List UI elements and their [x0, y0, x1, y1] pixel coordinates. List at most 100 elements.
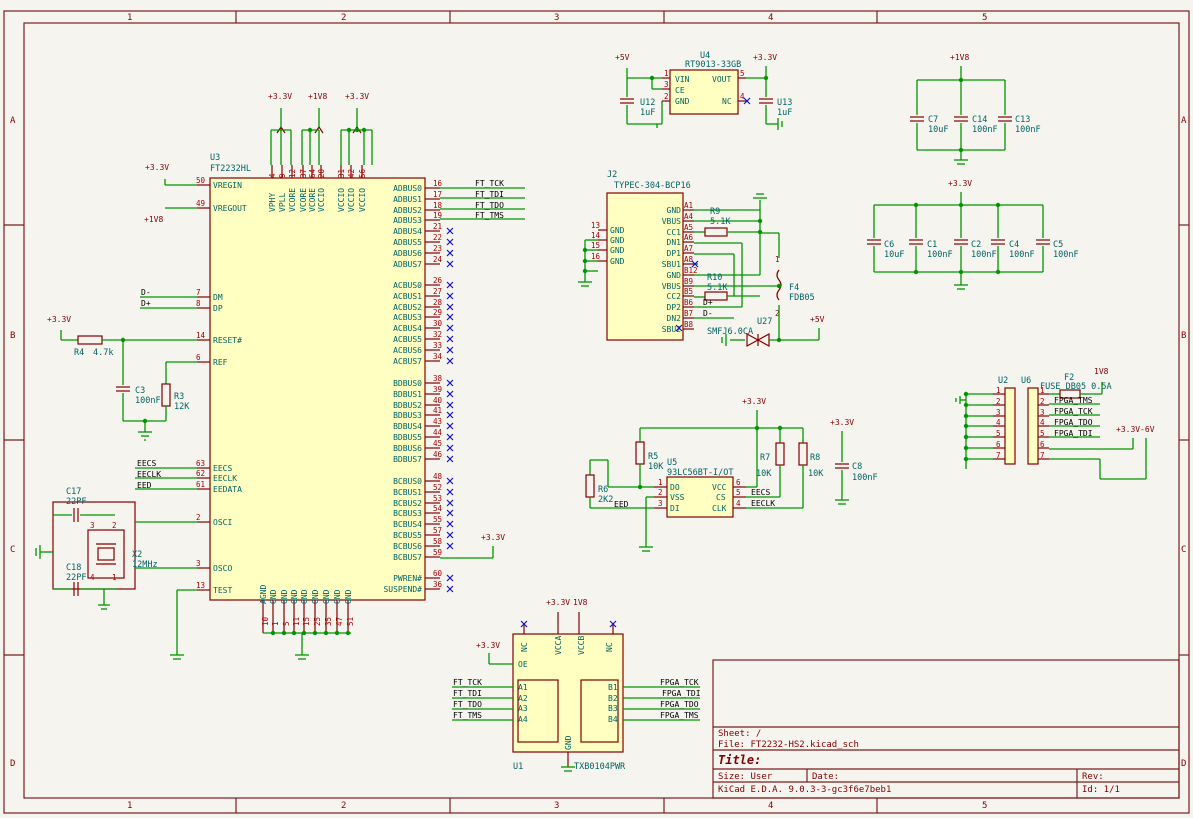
u3-right-pin-name: ADBUS2: [393, 206, 422, 215]
sheet-id: Id: 1/1: [1082, 785, 1120, 795]
u3-right-pin-name: BDBUS0: [393, 379, 422, 388]
no-connect-icon: [446, 249, 454, 257]
u3-left-pin-name: OSCI: [213, 518, 232, 527]
u27-ref: U27: [757, 317, 772, 327]
u3-right-pin-num: 41: [433, 406, 442, 415]
u3-top-pin-name: VCCIO: [337, 188, 346, 212]
u3-top-pin-name: VCCIO: [358, 188, 367, 212]
u5-eeprom[interactable]: +3.3V R5 10K R6 2K2 EED U5 93LC56BT-I/OT…: [585, 397, 878, 552]
f2-ref: F2: [1064, 373, 1074, 383]
u4-pin-num: 1: [664, 69, 669, 78]
u1-txb0104[interactable]: U1 TXB0104PWR OE A1 A2 A3 A4 B1 B2 B3 B4…: [452, 598, 701, 772]
pwr-1v8-label: +1V8: [308, 92, 327, 101]
u1-pin-oe: OE: [518, 660, 528, 669]
no-connect-icon: [446, 509, 454, 517]
u3-right-pin-name: ACBUS3: [393, 313, 422, 322]
col-label: 4: [768, 801, 773, 811]
c3-value: 100nF: [135, 396, 161, 406]
u4-pin-vout: VOUT: [712, 75, 731, 84]
j2-usb-c[interactable]: J2 TYPEC-304-BCP16 13GND14GND15GND16GND …: [578, 170, 825, 348]
u3-right-pin-num: 55: [433, 515, 442, 524]
net-fpga-tms: FPGA_TMS: [660, 711, 699, 720]
j2-right-pin-name: DP2: [667, 303, 682, 312]
sheet-name: Sheet: /: [718, 729, 761, 739]
net-ft-tdi: FT_TDI: [453, 689, 482, 698]
u12-value: 1uF: [640, 108, 655, 118]
j2-right-pin-name: GND: [667, 206, 682, 215]
u3-right-pin-name: ADBUS3: [393, 216, 422, 225]
row-label: A: [1181, 116, 1187, 126]
j2-left-pin-num: 13: [591, 221, 600, 230]
c1-ref: C1: [927, 240, 937, 250]
u3-top-pin-num: 42: [347, 169, 356, 178]
net-eed: EED: [137, 481, 152, 490]
c4-ref: C4: [1009, 240, 1019, 250]
pwr-3v3-label: +3.3V: [145, 163, 169, 172]
c4-value: 100nF: [1009, 250, 1035, 260]
no-connect-icon: [446, 357, 454, 365]
net-eecs: EECS: [137, 459, 156, 468]
c7-value: 10uF: [928, 125, 948, 135]
u3-top-pin-name: VCORE: [308, 188, 317, 212]
net-dp: D+: [141, 299, 151, 308]
net-ft-tck: FT_TCK: [475, 179, 504, 188]
net-dm: D-: [703, 309, 713, 318]
j2-right-pin-name: DP1: [667, 249, 682, 258]
r6-ref: R6: [598, 485, 608, 495]
j2-right-pin-name: GND: [667, 271, 682, 280]
u3-right-pin-num: 28: [433, 298, 443, 307]
no-connect-icon: [446, 379, 454, 387]
r9-ref: R9: [710, 207, 720, 217]
c8-value: 100nF: [852, 473, 878, 483]
u3-bottom-pin-num: 15: [302, 617, 311, 626]
u5-pin-num: 3: [658, 499, 663, 508]
u6-ref: U6: [1021, 376, 1031, 386]
j2-left-pin-num: 14: [591, 231, 601, 240]
u3-top-pin-num: 64: [308, 168, 317, 178]
col-label: 5: [982, 13, 987, 23]
c14-ref: C14: [972, 115, 987, 125]
j2-right-pin-num: A5: [684, 223, 693, 232]
u5-pin-vcc: VCC: [712, 483, 727, 492]
r4-value: 4.7k: [93, 348, 113, 358]
paper-size: Size: User: [718, 772, 773, 782]
pwr-5v-label: +5V: [615, 53, 630, 62]
u6-pin-num: 1: [1040, 386, 1045, 395]
u3-right-pin-num: 32: [433, 330, 442, 339]
u1-ref: U1: [513, 762, 523, 772]
u2-pin-num: 1: [996, 386, 1001, 395]
net-dm: D-: [141, 288, 151, 297]
u3-top-pin-num: 31: [337, 169, 346, 178]
r7-ref: R7: [760, 453, 770, 463]
u4-ldo[interactable]: +5V U12 1uF U4 RT9013-33GB VIN CE GND VO…: [615, 51, 792, 130]
j2-left-pin-name: GND: [610, 236, 625, 245]
pwr-3v3-label: +3.3V: [546, 598, 570, 607]
u3-right-pin-num: 21: [433, 222, 442, 231]
j2-right-pin-num: B8: [684, 320, 694, 329]
u3-ft2232hl[interactable]: U3 FT2232HL 4VPHY9VPLL12VCORE37VCORE64VC…: [196, 153, 454, 636]
u6-pin-num: 7: [1040, 451, 1045, 460]
u3-left-pin-name: REF: [213, 358, 228, 367]
u3-left-pins: 50VREGIN49VREGOUT7DM8DP14RESET#6REF63EEC…: [196, 176, 247, 595]
u6-pin-num: 4: [1040, 418, 1045, 427]
u3-right-pin-num: 19: [433, 211, 442, 220]
u4-ref: U4: [700, 51, 710, 61]
j2-value: TYPEC-304-BCP16: [614, 181, 691, 191]
u3-left-pin-num: 7: [196, 288, 201, 297]
sheet-title: Title:: [718, 753, 761, 767]
u3-left-pin-num: 14: [196, 331, 206, 340]
u3-right-pin-name: BCBUS7: [393, 553, 422, 562]
u3-right-pin-name: ACBUS5: [393, 335, 422, 344]
u3-right-pin-name: ADBUS1: [393, 195, 422, 204]
j2-right-pin-num: A6: [684, 233, 694, 242]
j2-left-pin-name: GND: [610, 246, 625, 255]
u3-top-pin-num: 9: [278, 173, 287, 178]
r9-value: 5.1K: [710, 217, 731, 227]
u3-bottom-pin-name: GND: [290, 589, 299, 604]
c2-ref: C2: [971, 240, 981, 250]
u12-ref: U12: [640, 98, 655, 108]
u3-bottom-pin-name: GND: [333, 589, 342, 604]
pwr-3v3-label: +3.3V: [47, 315, 71, 324]
u3-right-pin-name: BDBUS6: [393, 444, 422, 453]
